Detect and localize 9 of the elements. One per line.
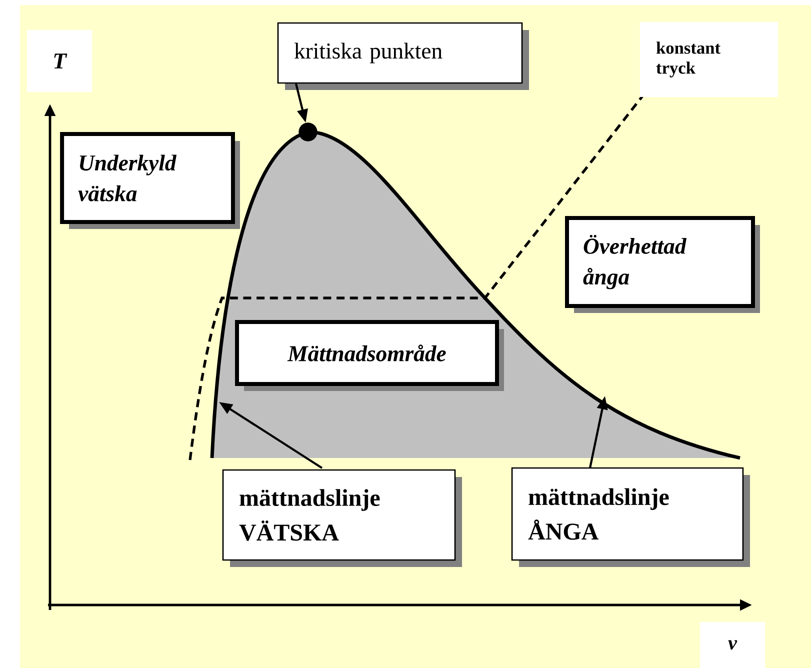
callout-box: mättnadslinje ÅNGA <box>511 467 750 567</box>
axis-label: T <box>26 30 92 92</box>
region-box: Mättnadsområde <box>235 320 504 391</box>
region-box: Överhettad ånga <box>565 216 760 313</box>
callout-box: mättnadslinje VÄTSKA <box>222 469 462 567</box>
region-box: Underkyld vätska <box>60 132 240 229</box>
axis-label: v <box>700 622 766 668</box>
axis-label: konstant tryck <box>640 22 778 97</box>
callout-box: kritiska punkten <box>277 22 529 90</box>
